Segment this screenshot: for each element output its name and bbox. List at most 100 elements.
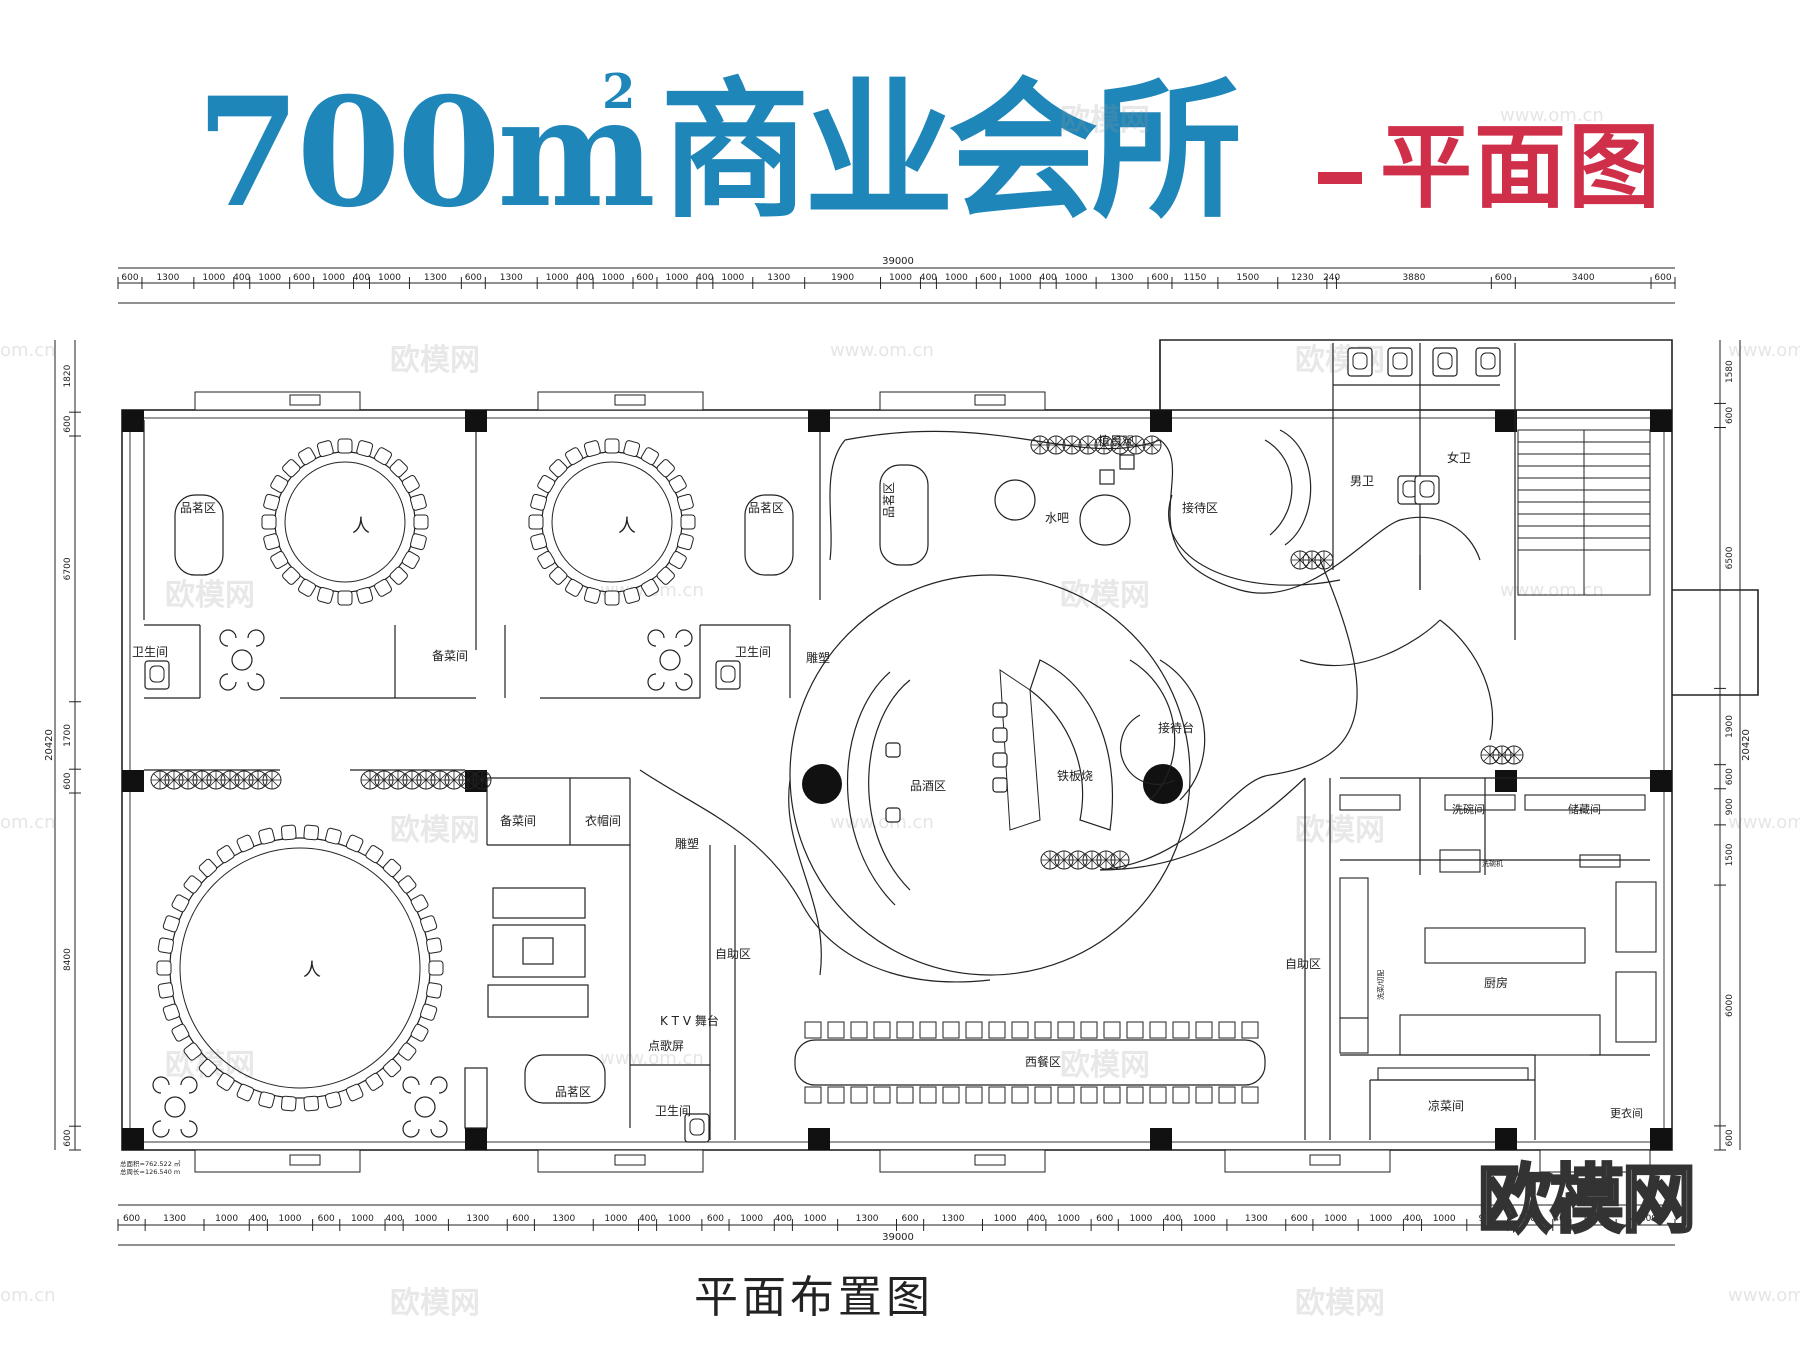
round-table-top [179,847,421,1089]
dimension-value: 400 [1404,1214,1421,1224]
watermark: 欧模网 [1060,1048,1150,1083]
kitchen-equipment [1339,794,1657,1081]
dimension-value: 600 [1291,1214,1308,1224]
plant [1030,435,1050,455]
chair [171,1023,190,1042]
chair [873,1021,891,1039]
label-western: 西餐区 [1025,1054,1061,1069]
chair [1126,1021,1144,1039]
outer-walls [121,339,1759,1151]
watermark: 欧模网 [165,578,255,613]
chair [258,1091,275,1109]
dimension-value: 1300 [500,273,523,283]
chair [1034,1021,1052,1039]
chair [236,834,255,853]
chair [263,533,280,551]
label-mens: 男卫 [1350,474,1374,488]
dimension-value: 1000 [1009,273,1032,283]
western-table [794,1039,1266,1086]
chair [1126,1086,1144,1104]
chair [565,447,583,466]
chair [325,827,342,845]
dimension-value: 400 [1040,273,1057,283]
chair [656,566,675,585]
dimension-value: 1300 [552,1214,575,1224]
chair [410,894,429,913]
dimension-value: 600 [293,273,310,283]
chair [183,875,202,894]
dimension-value: 400 [250,1214,267,1224]
title-block: 700m 2 商业会所 平面图 [0,60,1800,240]
chair [919,1086,937,1104]
note-area: 总面积=762.522 ㎡ [120,1159,181,1168]
dimension-value: 6000 [1725,994,1735,1017]
chair [641,578,659,597]
chair [896,1086,914,1104]
label-wine: 品酒区 [910,779,946,793]
dimension-value: 600 [1495,273,1512,283]
chair [804,1021,822,1039]
chair [282,566,301,585]
chair [413,514,429,530]
toilet-stalls [144,347,1501,1143]
watermark: 欧模网 [390,1286,480,1321]
dimension-value: 1900 [831,273,854,283]
dimension-value: 1000 [668,1214,691,1224]
dimension-value: 1000 [665,273,688,283]
square-tables [152,629,693,1138]
dimension-value: 1700 [63,724,73,747]
dimension-value: 600 [1096,1214,1113,1224]
chair [942,1086,960,1104]
dimension-value: 1000 [1057,1214,1080,1224]
chair [410,1023,429,1042]
chair [156,960,172,976]
watermark-url: www.om.cn [1728,340,1800,361]
dimension-value: 1000 [378,273,401,283]
dimension-value: 400 [386,1214,403,1224]
dimension-value: 3880 [1402,273,1425,283]
dimension-value: 1000 [1433,1214,1456,1224]
dimension-value: 1000 [1369,1214,1392,1224]
chair [965,1086,983,1104]
title-area: 700m [196,65,656,241]
dimension-value: 1500 [1725,843,1735,866]
columns [122,410,1672,1150]
chair [1149,1021,1167,1039]
dimension-value: 6700 [63,557,73,580]
label-tea-d: 品茗区 [555,1085,591,1099]
dimension-value: 400 [1553,1214,1570,1224]
chair [198,858,218,878]
chair [1172,1086,1190,1104]
label-stove: 洗菜/切配 [1376,970,1385,1000]
label-tea-a: 品茗区 [180,501,216,515]
chair [1103,1086,1121,1104]
chair [537,551,556,569]
watermark: 欧模网 [1295,1286,1385,1321]
dimension-value: 1000 [1129,1214,1152,1224]
chair [623,587,641,604]
label-pantry-a: 备菜间 [432,649,468,663]
chair [337,590,353,606]
chair [401,475,420,493]
dimension-value: 400 [577,273,594,283]
plant [1062,435,1082,455]
dimension-value: 1000 [414,1214,437,1224]
label-person-b: 人 [618,516,636,537]
chair [401,551,420,569]
chair [216,845,235,864]
chair [1034,1086,1052,1104]
watermark-short: om.cn [0,812,56,833]
label-changing: 更衣间 [1610,1106,1643,1120]
label-person-a: 人 [352,516,370,537]
chair [420,1003,438,1021]
dimension-value: 1500 [1236,273,1259,283]
dimension-value: 1000 [1065,273,1088,283]
chair [1103,1021,1121,1039]
dimension-value: 400 [639,1214,656,1224]
chair [426,982,443,999]
dimension-value: 600 [1725,1129,1735,1146]
chair [623,440,641,457]
chair [530,493,547,511]
